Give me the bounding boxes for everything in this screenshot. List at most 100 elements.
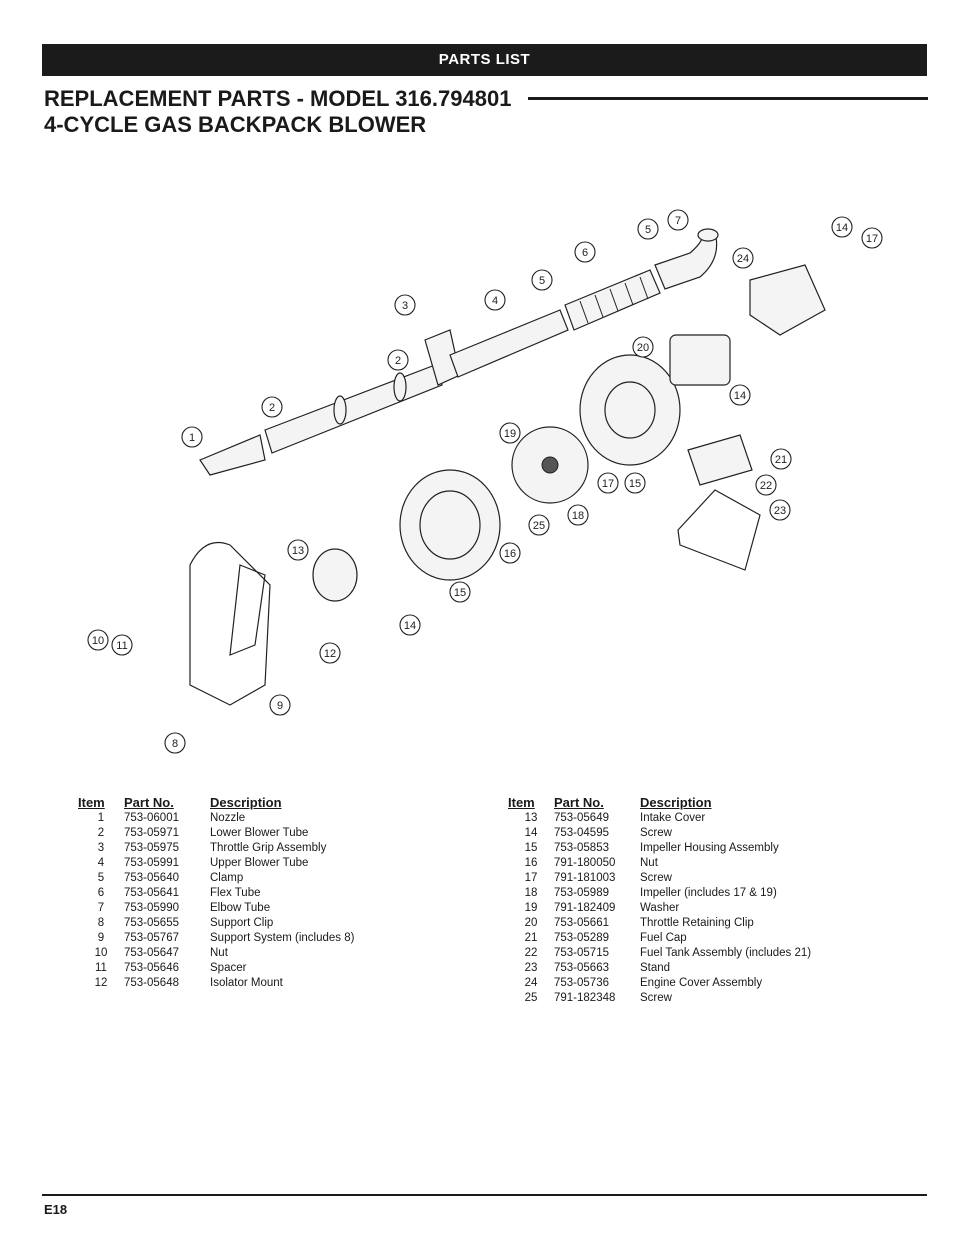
part-number: 753-05853 xyxy=(554,842,609,854)
section-banner: PARTS LIST xyxy=(42,44,927,76)
part-description: Nut xyxy=(210,947,228,959)
item-number: 22 xyxy=(524,947,538,959)
callout-14a: 14 xyxy=(399,614,421,636)
svg-text:11: 11 xyxy=(116,640,127,652)
header-item: Item xyxy=(508,795,535,810)
callout-5b: 5 xyxy=(637,218,659,240)
stand-drawing xyxy=(677,489,761,571)
part-description: Isolator Mount xyxy=(210,977,283,989)
nozzle-drawing xyxy=(199,434,266,476)
item-number: 24 xyxy=(524,977,538,989)
callout-2b: 2 xyxy=(387,349,409,371)
header-item: Item xyxy=(78,795,105,810)
header-part: Part No. xyxy=(124,795,174,810)
header-part: Part No. xyxy=(554,795,604,810)
item-number: 4 xyxy=(97,857,105,869)
callout-14b: 14 xyxy=(729,384,751,406)
svg-text:10: 10 xyxy=(92,635,104,647)
part-description: Fuel Cap xyxy=(640,932,687,944)
elbow-tube-drawing xyxy=(654,228,719,290)
table-row: 20 753-05661 Throttle Retaining Clip xyxy=(508,916,900,931)
part-description: Screw xyxy=(640,872,672,884)
svg-text:5: 5 xyxy=(645,224,651,236)
item-number: 19 xyxy=(524,902,538,914)
part-number: 753-05649 xyxy=(554,812,609,824)
table-row: 16 791-180050 Nut xyxy=(508,856,900,871)
page-number: E18 xyxy=(44,1202,68,1217)
svg-text:1: 1 xyxy=(189,432,195,444)
item-number: 14 xyxy=(524,827,538,839)
part-description: Stand xyxy=(640,962,671,974)
part-number: 753-05663 xyxy=(554,962,609,974)
callout-6: 6 xyxy=(574,241,596,263)
item-number: 6 xyxy=(97,887,105,899)
callout-10: 10 xyxy=(87,629,109,651)
part-description: Throttle Retaining Clip xyxy=(640,917,754,929)
svg-text:16: 16 xyxy=(504,548,516,560)
upper-blower-tube-drawing xyxy=(449,309,569,378)
item-number: 3 xyxy=(97,842,105,854)
svg-text:2: 2 xyxy=(395,355,401,367)
engine-drawing xyxy=(669,334,731,386)
title-rule xyxy=(528,97,928,100)
part-description: Clamp xyxy=(210,872,244,884)
page-title: REPLACEMENT PARTS - MODEL 316.794801 4-C… xyxy=(44,86,511,138)
part-description: Nut xyxy=(640,857,658,869)
svg-text:14: 14 xyxy=(734,390,746,402)
callout-17b: 17 xyxy=(861,227,883,249)
svg-text:15: 15 xyxy=(454,587,466,599)
callout-14c: 14 xyxy=(831,216,853,238)
callout-2a: 2 xyxy=(261,396,283,418)
svg-text:18: 18 xyxy=(572,510,584,522)
part-number: 753-05971 xyxy=(124,827,179,839)
callout-20: 20 xyxy=(632,336,654,358)
part-description: Lower Blower Tube xyxy=(210,827,309,839)
svg-text:20: 20 xyxy=(637,342,649,354)
part-number: 753-05289 xyxy=(554,932,609,944)
svg-text:3: 3 xyxy=(402,300,408,312)
part-number: 753-05647 xyxy=(124,947,179,959)
callout-17a: 17 xyxy=(597,472,619,494)
item-number: 15 xyxy=(524,842,538,854)
part-description: Intake Cover xyxy=(640,812,706,824)
item-number: 12 xyxy=(94,977,108,989)
item-number: 5 xyxy=(97,872,105,884)
item-number: 20 xyxy=(524,917,538,929)
part-number: 753-04595 xyxy=(554,827,609,839)
svg-text:24: 24 xyxy=(737,253,749,265)
part-number: 753-05648 xyxy=(124,977,179,989)
svg-text:14: 14 xyxy=(404,620,416,632)
part-number: 753-05661 xyxy=(554,917,609,929)
callout-23: 23 xyxy=(769,499,791,521)
item-number: 16 xyxy=(524,857,538,869)
svg-text:12: 12 xyxy=(324,648,336,660)
callout-22: 22 xyxy=(755,474,777,496)
flex-tube-drawing xyxy=(564,269,661,331)
part-number: 753-05736 xyxy=(554,977,609,989)
header-desc: Description xyxy=(210,795,282,810)
item-number: 25 xyxy=(524,992,538,1004)
part-number: 791-180050 xyxy=(554,857,616,869)
svg-text:6: 6 xyxy=(582,247,588,259)
svg-text:17: 17 xyxy=(602,478,614,490)
item-number: 17 xyxy=(524,872,538,884)
svg-text:2: 2 xyxy=(269,402,275,414)
lower-blower-tube-drawing xyxy=(264,364,443,454)
exploded-parts-diagram: 1 2 2 3 4 5 5 6 7 8 9 10 11 12 13 14 14 … xyxy=(87,209,883,754)
part-number: 753-05646 xyxy=(124,962,179,974)
part-description: Fuel Tank Assembly (includes 21) xyxy=(640,947,812,959)
item-number: 21 xyxy=(524,932,538,944)
table-row: 21 753-05289 Fuel Cap xyxy=(508,931,900,946)
callout-12: 12 xyxy=(319,642,341,664)
header-desc: Description xyxy=(640,795,712,810)
part-description: Throttle Grip Assembly xyxy=(210,842,327,854)
callout-21: 21 xyxy=(770,448,792,470)
